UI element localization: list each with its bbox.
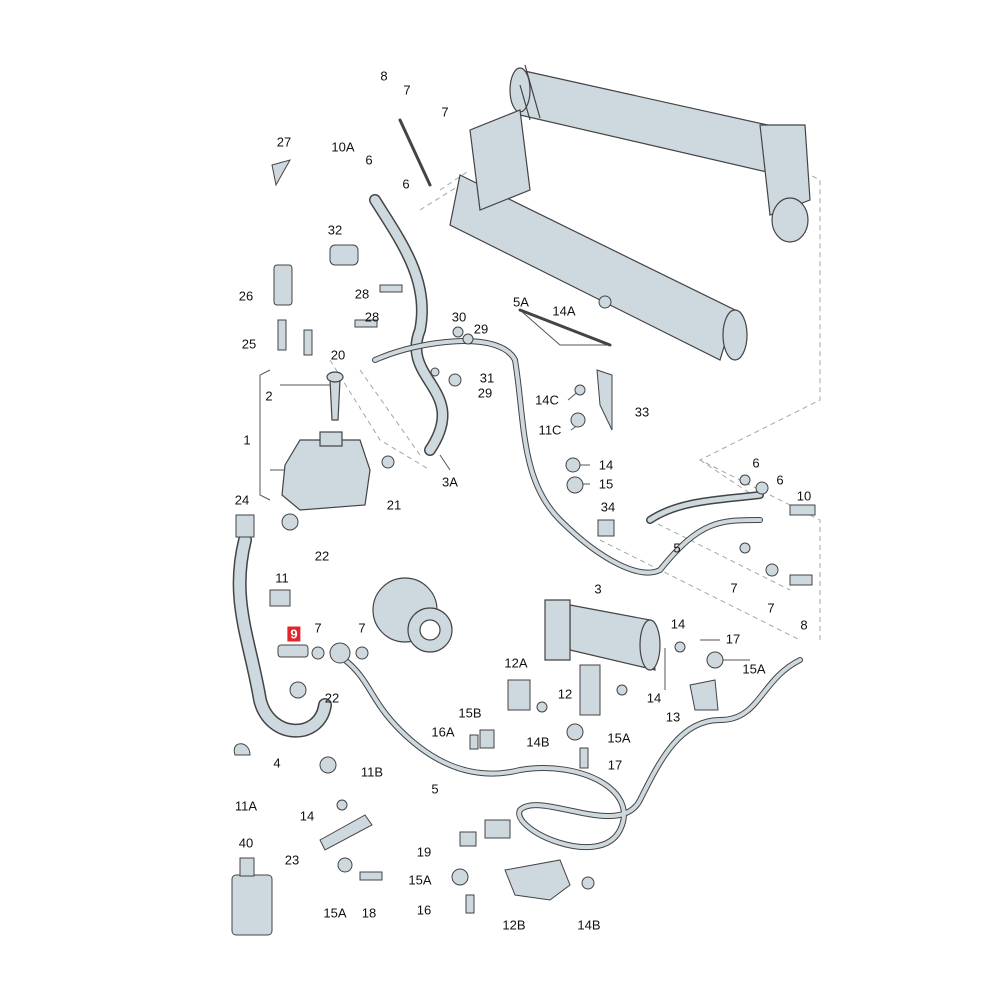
- part-label: 11B: [360, 764, 384, 780]
- part-label: 14C: [535, 392, 559, 408]
- part-label: 5: [673, 540, 681, 556]
- part-label: 17: [607, 757, 623, 773]
- part-label: 22: [324, 690, 340, 706]
- part-label: 7: [767, 600, 775, 616]
- highlighted-part-label: 9: [287, 626, 301, 642]
- part-label: 7: [403, 82, 411, 98]
- steering-rack: [449, 64, 811, 361]
- part-label: 3: [594, 581, 602, 597]
- part-label: 10A: [331, 139, 355, 155]
- part-label: 11: [275, 570, 289, 586]
- part-label: 12B: [502, 917, 526, 933]
- part-label: 13: [665, 709, 681, 725]
- hoses: [232, 118, 803, 851]
- part-label: 21: [386, 497, 402, 513]
- part-label: 17: [725, 631, 741, 647]
- part-label: 8: [800, 617, 808, 633]
- pump-and-motor: [372, 577, 661, 671]
- part-label: 40: [238, 835, 254, 851]
- part-label: 4: [273, 755, 281, 771]
- part-label: 11A: [234, 798, 258, 814]
- part-label: 15A: [742, 661, 766, 677]
- part-label: 7: [730, 580, 738, 596]
- part-label: 1: [243, 432, 251, 448]
- part-label: 25: [241, 336, 257, 352]
- part-label: 18: [361, 905, 377, 921]
- part-label: 28: [364, 309, 380, 325]
- leader-dashed-lines: [329, 159, 821, 641]
- part-label: 32: [327, 222, 343, 238]
- part-label: 2: [265, 388, 273, 404]
- part-label: 33: [634, 404, 650, 420]
- part-label: 6: [776, 472, 784, 488]
- part-label: 19: [416, 844, 432, 860]
- part-label: 29: [477, 385, 493, 401]
- part-label: 31: [479, 370, 495, 386]
- part-label: 23: [284, 852, 300, 868]
- part-label: 6: [752, 455, 760, 471]
- part-label: 7: [441, 104, 449, 120]
- part-label: 14A: [552, 303, 576, 319]
- part-label: 24: [234, 492, 250, 508]
- part-label: 14: [598, 457, 614, 473]
- part-label: 16A: [431, 724, 455, 740]
- part-label: 7: [358, 620, 366, 636]
- part-label: 7: [314, 620, 322, 636]
- part-label: 14B: [526, 734, 550, 750]
- part-label: 29: [473, 321, 489, 337]
- part-label: 30: [451, 309, 467, 325]
- part-label: 14B: [577, 917, 601, 933]
- part-label: 27: [276, 134, 292, 150]
- part-label: 14: [299, 808, 315, 824]
- fluid-reservoir: [281, 371, 371, 511]
- part-label: 15B: [458, 705, 482, 721]
- part-label: 8: [380, 68, 388, 84]
- part-label: 14: [646, 690, 662, 706]
- part-label: 11C: [538, 422, 562, 438]
- part-label: 14: [670, 616, 686, 632]
- part-label: 5: [431, 781, 439, 797]
- small-parts: [231, 159, 816, 936]
- part-label: 16: [416, 902, 432, 918]
- part-label: 15: [598, 476, 614, 492]
- part-label: 15A: [323, 905, 347, 921]
- part-label: 20: [330, 347, 346, 363]
- part-label: 34: [600, 499, 616, 515]
- part-label: 12A: [504, 655, 528, 671]
- part-label: 26: [238, 288, 254, 304]
- part-label: 6: [402, 176, 410, 192]
- part-label: 22: [314, 548, 330, 564]
- part-label: 28: [354, 286, 370, 302]
- part-label: 15A: [607, 730, 631, 746]
- part-label: 15A: [408, 872, 432, 888]
- part-label: 12: [557, 686, 573, 702]
- part-label: 6: [365, 152, 373, 168]
- part-label: 3A: [442, 474, 458, 490]
- part-label: 5A: [513, 294, 529, 310]
- part-label: 10: [796, 488, 812, 504]
